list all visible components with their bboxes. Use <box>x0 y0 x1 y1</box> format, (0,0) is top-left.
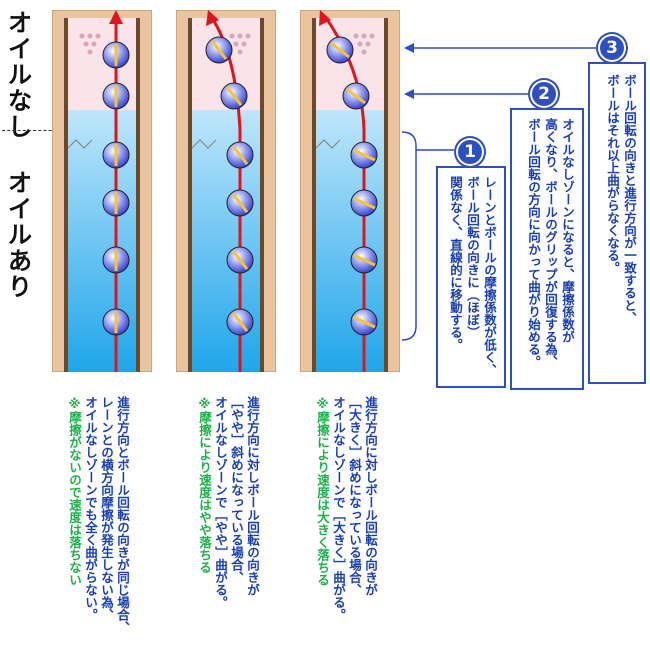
caption-1-note: ※摩擦がないので速度は落ちない <box>67 396 82 586</box>
ball-path-1 <box>102 41 130 336</box>
step-3-text: ボール回転の向きと進行方向が一致すると、 ボールはそれ以上曲がらなくなる。 <box>604 74 638 324</box>
caption-lane-3: 進行方向に対しボール回転の向きが ［大きく］斜めになっている場合、 オイルなしゾ… <box>314 396 378 621</box>
caption-2-line-1: 進行方向に対しボール回転の向きが <box>245 396 260 596</box>
caption-2-line-2: ［やや］斜めになっている場合、 <box>229 396 244 584</box>
ball-path-3 <box>326 36 378 336</box>
lane-straight <box>52 10 152 372</box>
step-2-line-3: ボール回転の方向に向かって曲がり始める。 <box>526 118 541 368</box>
caption-1-line-2: レーンとの横方向摩擦が発生しない為、 <box>99 396 114 621</box>
step-1-line-2: ボール回転の向きに（ほぼ） <box>465 176 480 339</box>
caption-3-note: ※摩擦により速度は大きく落ちる <box>315 396 330 586</box>
lane-large-curve <box>300 10 400 372</box>
step-3-badge: 3 <box>598 34 626 62</box>
caption-1-line-1: 進行方向とボール回転の向きが同じ場合、 <box>115 396 130 634</box>
oil-label: オイルあり <box>8 169 32 301</box>
step-1-badge: 1 <box>456 138 484 166</box>
caption-3-line-3: オイルなしゾーンで［大きく］曲がる。 <box>331 396 346 621</box>
caption-lane-1: 進行方向とボール回転の向きが同じ場合、 レーンとの横方向摩擦が発生しない為、 オ… <box>66 396 130 634</box>
step-2-line-2: 高くなり、ボールのグリップが回復する為、 <box>543 118 558 368</box>
step-1-box: レーンとボールの摩擦係数が低く、 ボール回転の向きに（ほぼ） 関係なく、直線的に… <box>436 166 506 388</box>
step-2-badge: 2 <box>530 80 558 108</box>
caption-2-line-3: オイルなしゾーンで［やや］曲がる。 <box>213 396 228 609</box>
no-oil-label: オイルなし <box>8 9 32 141</box>
step-2-line-1: オイルなしゾーンになると、摩擦係数が <box>560 118 575 343</box>
step-1-line-1: レーンとボールの摩擦係数が低く、 <box>482 176 497 376</box>
step-3-box: ボール回転の向きと進行方向が一致すると、 ボールはそれ以上曲がらなくなる。 <box>588 62 646 384</box>
step-1-line-3: 関係なく、直線的に移動する。 <box>448 176 463 351</box>
lane-slight-curve <box>176 10 276 372</box>
caption-lane-2: 進行方向に対しボール回転の向きが ［やや］斜めになっている場合、 オイルなしゾー… <box>196 396 260 609</box>
ball-path-2 <box>205 36 254 336</box>
caption-2-note: ※摩擦により速度はやや落ちる <box>197 396 212 574</box>
step-2-box: オイルなしゾーンになると、摩擦係数が 高くなり、ボールのグリップが回復する為、 … <box>510 108 584 390</box>
step-2-text: オイルなしゾーンになると、摩擦係数が 高くなり、ボールのグリップが回復する為、 … <box>525 118 576 368</box>
caption-3-line-2: ［大きく］斜めになっている場合、 <box>347 396 362 596</box>
step-3-line-1: ボール回転の向きと進行方向が一致すると、 <box>622 74 637 324</box>
zone-divider <box>2 130 62 131</box>
caption-3-line-1: 進行方向に対しボール回転の向きが <box>363 396 378 596</box>
step-1-text: レーンとボールの摩擦係数が低く、 ボール回転の向きに（ほぼ） 関係なく、直線的に… <box>447 176 498 376</box>
step-3-line-2: ボールはそれ以上曲がらなくなる。 <box>605 74 620 274</box>
caption-1-line-3: オイルなしゾーンでも全く曲がらない。 <box>83 396 98 621</box>
